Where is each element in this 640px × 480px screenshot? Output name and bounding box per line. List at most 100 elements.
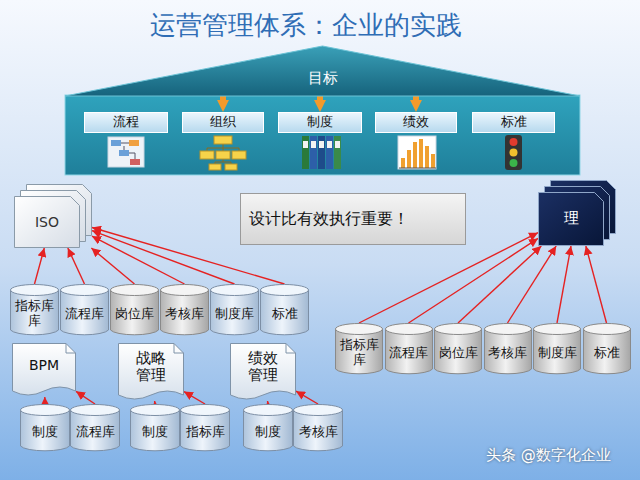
database-cylinder: 指标库库 xyxy=(335,323,383,375)
cylinder-top xyxy=(61,285,109,296)
org-chart-icon-part xyxy=(214,136,232,144)
bar-chart-icon-part xyxy=(431,154,435,168)
node-text: 标准 xyxy=(594,346,620,361)
database-cylinder: 制度 xyxy=(243,404,293,452)
database-cylinder: 岗位库 xyxy=(434,323,482,375)
cylinder-body xyxy=(11,285,59,335)
link-arrow xyxy=(68,248,85,284)
binders-icon-part xyxy=(302,136,309,169)
document-outline xyxy=(231,344,296,400)
link-arrow xyxy=(44,397,46,404)
link-arrow xyxy=(91,248,134,284)
cylinder-body xyxy=(244,405,293,451)
flow-icon-part xyxy=(121,143,135,159)
cylinder-top xyxy=(583,324,630,335)
binders-icon-part xyxy=(334,136,341,169)
node-text: ISO xyxy=(35,214,59,230)
bar-chart-icon-part xyxy=(407,150,411,168)
goal-roof: 目标 xyxy=(65,46,580,96)
node-text: 流程库 xyxy=(389,346,428,361)
binders-icon-part xyxy=(327,141,332,148)
cylinder-body xyxy=(211,285,259,335)
flow-icon-part xyxy=(119,150,129,156)
category-box: 组织 xyxy=(182,112,264,133)
node-text: 指标库库 xyxy=(12,299,57,329)
database-cylinder: 标准 xyxy=(260,284,309,336)
database-cylinder: 岗位库 xyxy=(110,284,159,336)
link-arrow xyxy=(296,391,318,404)
document-outline xyxy=(13,344,76,396)
link-arrow xyxy=(409,238,539,323)
database-cylinder: 制度 xyxy=(20,404,70,452)
node-text: 岗位库 xyxy=(439,346,478,361)
bar-chart-icon xyxy=(398,136,436,169)
link-arrow xyxy=(267,401,269,404)
cylinder-top xyxy=(161,285,209,296)
node-text: 制度 xyxy=(307,115,333,130)
document-outline xyxy=(119,344,184,400)
org-chart-icon-part xyxy=(216,151,230,159)
cylinder-body xyxy=(61,285,109,335)
cylinder-body xyxy=(131,405,180,451)
cylinder-top xyxy=(261,285,309,296)
bar-chart-icon-part xyxy=(398,136,436,169)
cylinder-top xyxy=(534,324,581,335)
cylinder-top xyxy=(385,324,432,335)
org-chart-icon-part xyxy=(225,164,237,170)
cylinder-body xyxy=(181,405,230,451)
node-text: 考核库 xyxy=(488,346,527,361)
binders-icon-part xyxy=(310,136,317,169)
binders-icon xyxy=(302,136,341,169)
link-arrow xyxy=(92,231,235,284)
link-arrow xyxy=(458,246,541,323)
database-cylinder: 制度 xyxy=(130,404,180,452)
link-arrow xyxy=(154,401,156,404)
title: 运营管理体系：企业的实践 xyxy=(150,8,462,43)
cylinder-body xyxy=(261,285,309,335)
cylinder-top xyxy=(131,405,180,416)
traffic-light-icon-part xyxy=(510,138,518,146)
database-cylinder: 制度库 xyxy=(533,323,581,375)
flow-icon-part xyxy=(108,137,144,167)
node-text: 流程 xyxy=(113,115,139,130)
bar-chart-icon-part xyxy=(425,146,429,168)
node-text: 理 xyxy=(564,210,579,227)
link-arrow xyxy=(586,246,607,323)
database-cylinder: 考核库 xyxy=(293,404,343,452)
cylinder-body xyxy=(21,405,70,451)
note-box: 设计比有效执行重要！ xyxy=(240,193,466,245)
cylinder-top xyxy=(294,405,343,416)
node-text: 设计比有效执行重要！ xyxy=(249,210,409,228)
category-box: 制度 xyxy=(278,112,362,133)
binders-icon-part xyxy=(311,141,316,148)
database-cylinder: 制度库 xyxy=(210,284,259,336)
node-text: 绩效 xyxy=(403,115,429,130)
document-fold xyxy=(66,344,76,354)
goal-panel xyxy=(65,95,580,175)
cylinder-top xyxy=(71,405,120,416)
org-chart-icon-part xyxy=(232,151,246,159)
binders-icon-part xyxy=(303,141,308,148)
database-cylinder: 标准 xyxy=(583,323,631,375)
flow-icon xyxy=(108,137,144,167)
cylinder-top xyxy=(211,285,259,296)
flow-icon-part xyxy=(130,159,140,165)
node-text: 组织 xyxy=(210,115,236,130)
cylinder-body xyxy=(435,324,482,374)
node-text: 制度库 xyxy=(538,346,577,361)
cylinder-top xyxy=(111,285,159,296)
link-arrow xyxy=(184,392,205,404)
node-text: 制度库 xyxy=(215,307,254,322)
org-chart-icon-part xyxy=(209,164,221,170)
database-cylinder: 流程库 xyxy=(60,284,109,336)
flow-icon-part xyxy=(129,140,139,146)
document-shape: 战略管理 xyxy=(118,343,184,401)
category-box: 标准 xyxy=(472,112,555,133)
database-cylinder: 考核库 xyxy=(484,323,532,375)
category-box: 流程 xyxy=(84,112,168,133)
document-shape: BPM xyxy=(12,343,76,397)
cylinder-top xyxy=(244,405,293,416)
cylinder-top xyxy=(21,405,70,416)
cylinder-body xyxy=(161,285,209,335)
